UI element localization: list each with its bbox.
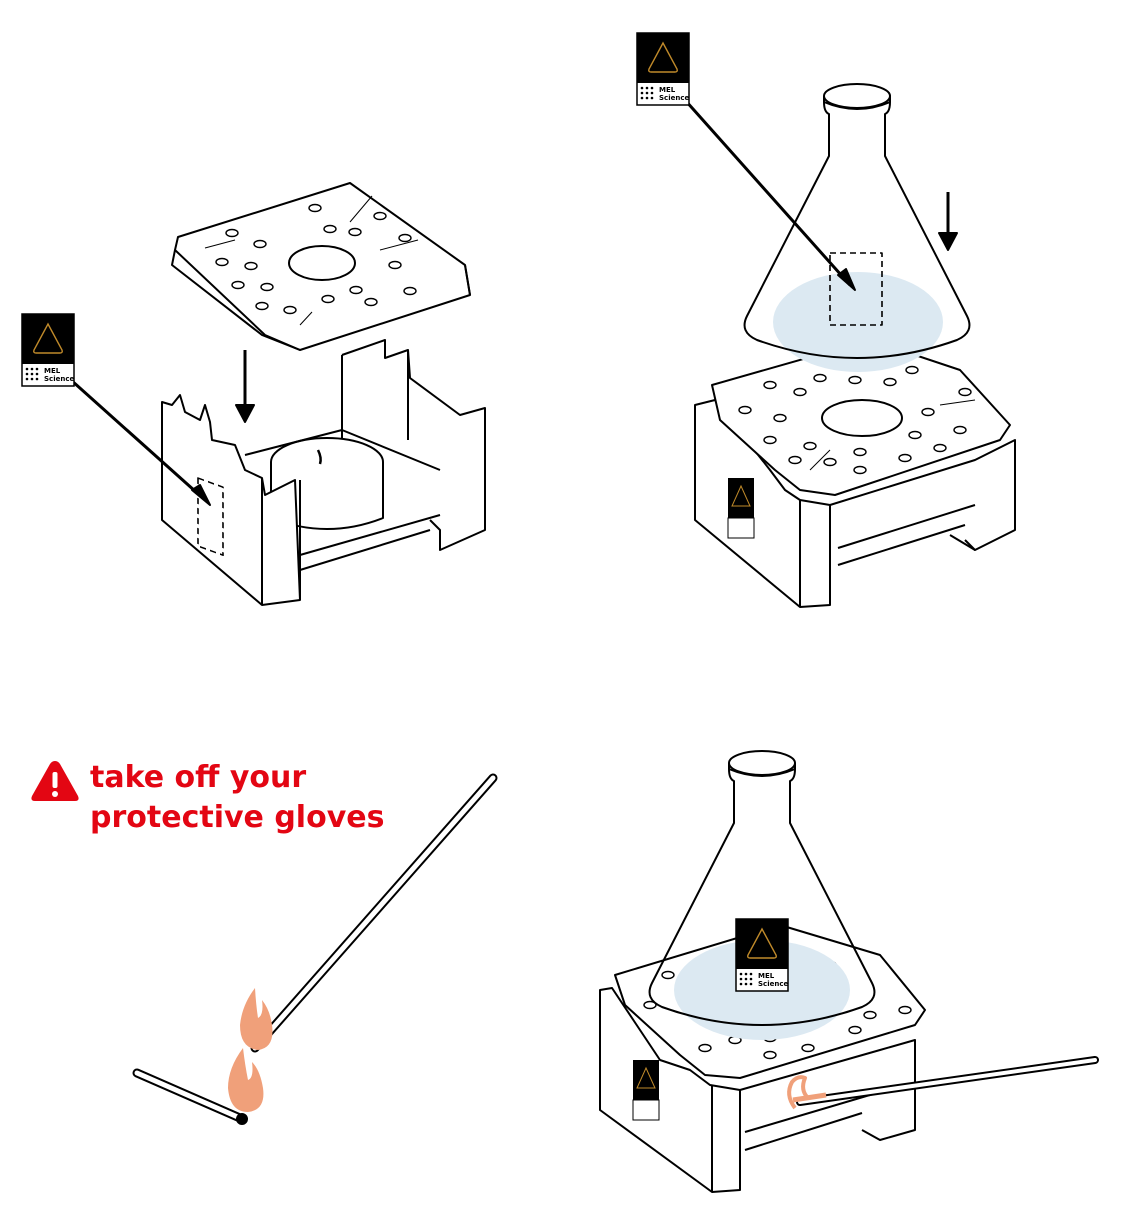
panel-heating bbox=[599, 750, 1099, 1193]
badge-label-line2: Science bbox=[44, 375, 74, 383]
panel-stand-assembly bbox=[60, 182, 486, 606]
badge-label-line1: MEL bbox=[659, 86, 676, 94]
stand-side-sticker-1 bbox=[727, 477, 755, 539]
warning-line-2: protective gloves bbox=[90, 800, 385, 835]
warning-line-1: take off your bbox=[90, 760, 307, 795]
panel-light-matches bbox=[132, 773, 498, 1125]
flame-icon bbox=[787, 1075, 810, 1110]
panel-flask-lowering bbox=[683, 83, 1016, 608]
stand-side-sticker-2 bbox=[632, 1059, 660, 1121]
badge-label-line1: MEL bbox=[758, 972, 775, 980]
warning-text: take off your protective gloves bbox=[90, 758, 384, 838]
glove-warning: take off your protective gloves bbox=[30, 758, 384, 838]
badge-label-line1: MEL bbox=[44, 367, 61, 375]
badge-label-line2: Science bbox=[758, 980, 788, 988]
flame-icon bbox=[240, 988, 273, 1050]
badge-label-line2: Science bbox=[659, 94, 689, 102]
flame-icon bbox=[228, 1048, 264, 1112]
warning-triangle-icon bbox=[31, 761, 79, 801]
